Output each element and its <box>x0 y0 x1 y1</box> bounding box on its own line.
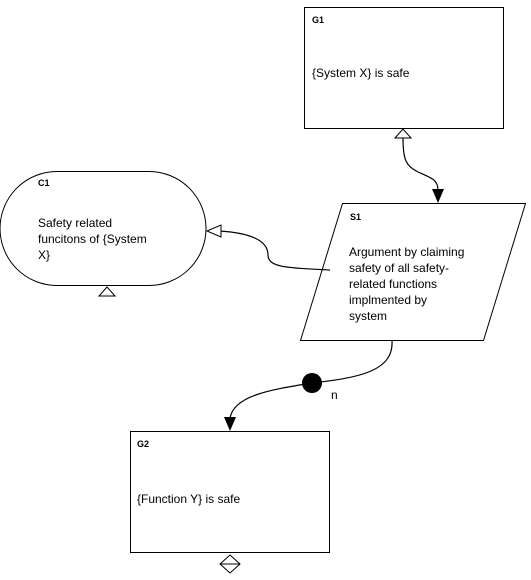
goal-g1-undeveloped-triangle-icon <box>393 128 413 139</box>
strategy-s1-line: safety of all safety- <box>349 261 449 275</box>
hollow-arrowhead-icon <box>205 224 222 238</box>
arrowhead-icon <box>224 417 236 431</box>
context-c1-line: funcitons of {System <box>38 232 147 246</box>
context-c1-shape <box>0 171 207 286</box>
goal-g1-text: {System X} is safe <box>312 66 410 80</box>
context-c1-id: C1 <box>38 178 50 188</box>
goal-g2-text: {Function Y} is safe <box>137 492 241 506</box>
strategy-s1-id: S1 <box>350 212 361 222</box>
strategy-s1-text: Argument by claiming safety of all safet… <box>349 245 468 323</box>
edge-s1-g2[interactable]: n <box>224 340 393 431</box>
edge-g1-s1[interactable] <box>402 137 444 203</box>
goal-g1-id: G1 <box>312 15 324 25</box>
multiplicity-dot-icon <box>302 373 322 393</box>
arrowhead-icon <box>432 189 444 203</box>
strategy-s1[interactable]: S1 Argument by claiming safety of all sa… <box>299 203 527 341</box>
strategy-s1-line: Argument by claiming <box>349 245 464 259</box>
edge-g1-s1-line <box>402 137 439 191</box>
context-c1[interactable]: C1 Safety related funcitons of {System X… <box>0 171 207 297</box>
goal-g2-box <box>130 431 330 553</box>
strategy-s1-line: system <box>349 309 387 323</box>
goal-g2[interactable]: G2 {Function Y} is safe <box>130 431 330 574</box>
context-c1-undeveloped-triangle-icon <box>97 286 117 297</box>
context-c1-line: Safety related <box>38 216 112 230</box>
strategy-s1-line: implmented by <box>349 293 427 307</box>
goal-g1[interactable]: G1 {System X} is safe <box>304 7 504 139</box>
context-c1-text: Safety related funcitons of {System X} <box>38 216 150 262</box>
multiplicity-label: n <box>331 388 338 402</box>
edge-s1-c1[interactable] <box>205 224 331 271</box>
strategy-s1-shape <box>299 203 527 341</box>
strategy-s1-line: related functions <box>349 277 437 291</box>
context-c1-line: X} <box>38 248 50 262</box>
goal-g1-box <box>304 7 504 129</box>
goal-g2-id: G2 <box>137 439 149 449</box>
edge-s1-c1-line <box>219 230 331 271</box>
